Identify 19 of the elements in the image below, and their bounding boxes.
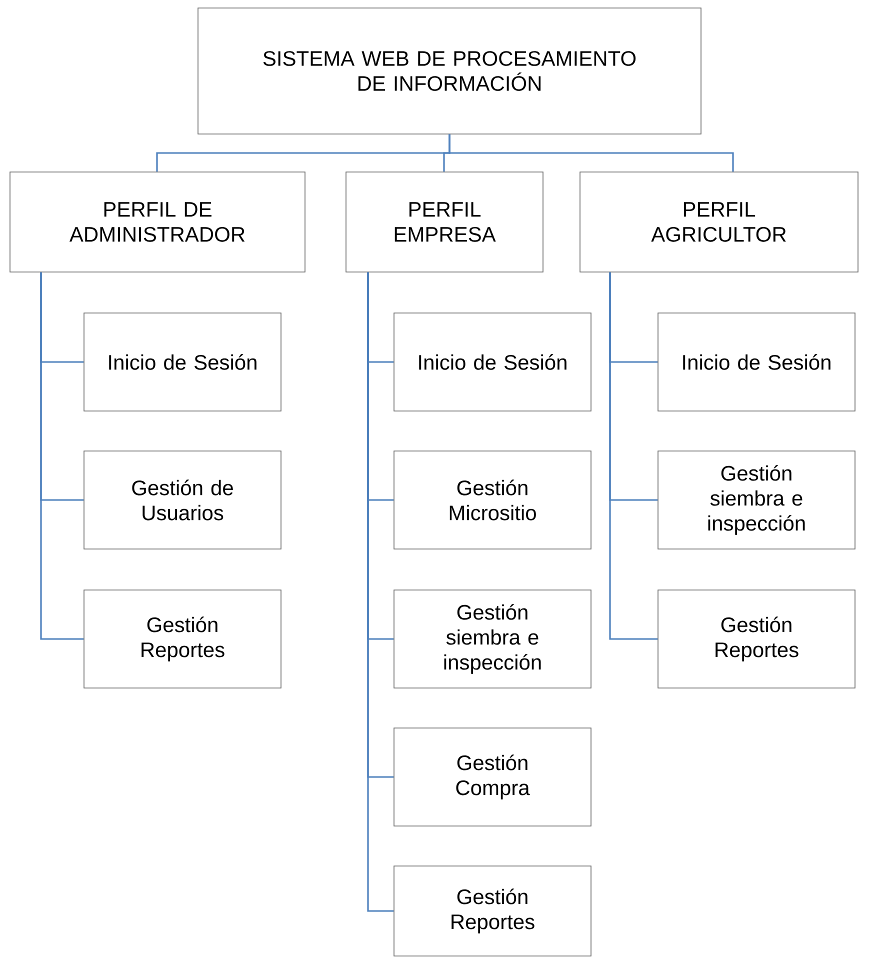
connector-line xyxy=(367,272,394,912)
connector-line xyxy=(40,272,84,640)
profile-box: PERFIL DE ADMINISTRADOR xyxy=(10,172,306,272)
profile-box: PERFIL EMPRESA xyxy=(346,172,544,272)
module-box: Inicio de Sesión xyxy=(84,312,282,412)
title-box: SISTEMA WEB DE PROCESAMIENTO DE INFORMACIÓN xyxy=(198,8,702,134)
module-box: Inicio de Sesión xyxy=(394,312,592,412)
module-box: Gestión siembra e inspección xyxy=(658,450,856,550)
module-box: Gestión siembra e inspección xyxy=(394,590,592,688)
connector-line xyxy=(448,134,734,172)
connector-line xyxy=(609,272,658,640)
module-box: Gestión Reportes xyxy=(84,590,282,688)
profile-box: PERFIL AGRICULTOR xyxy=(580,172,858,272)
module-box: Inicio de Sesión xyxy=(658,312,856,412)
module-box: Gestión Compra xyxy=(394,728,592,826)
module-box: Gestión Reportes xyxy=(394,866,592,956)
module-box: Gestión Micrositio xyxy=(394,450,592,550)
module-box: Gestión de Usuarios xyxy=(84,450,282,550)
module-box: Gestión Reportes xyxy=(658,590,856,688)
